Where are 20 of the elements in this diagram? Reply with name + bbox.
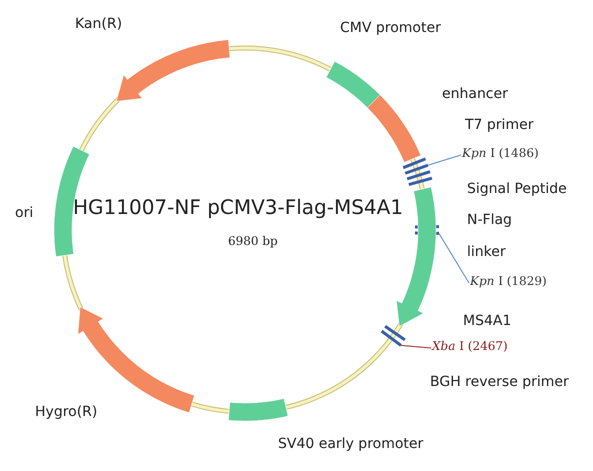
plasmid-name: HG11007-NF pCMV3-Flag-MS4A1 (73, 195, 404, 219)
leader-line (438, 232, 470, 284)
leader-line (427, 154, 462, 166)
feature-label: ori (15, 205, 34, 221)
feature-label: CMV promoter (340, 20, 441, 36)
feature-label: linker (467, 244, 506, 260)
plasmid-size: 6980 bp (228, 234, 278, 248)
feature-label: T7 primer (465, 117, 534, 133)
feature-label: Kan(R) (75, 16, 122, 32)
restriction-site-label: Xba I (2467) (432, 339, 508, 353)
leader-line (400, 344, 432, 348)
restriction-site-label: Kpn I (1486) (462, 146, 539, 160)
restriction-site-label: Kpn I (1829) (470, 274, 547, 288)
feature-label: Signal Peptide (467, 181, 567, 197)
feature-label: BGH reverse primer (430, 374, 569, 390)
feature-label: Hygro(R) (35, 404, 98, 420)
feature-label: enhancer (442, 86, 508, 102)
feature-label: SV40 early promoter (278, 436, 424, 452)
feature-label: MS4A1 (463, 313, 512, 329)
feature-label: N-Flag (467, 212, 512, 228)
